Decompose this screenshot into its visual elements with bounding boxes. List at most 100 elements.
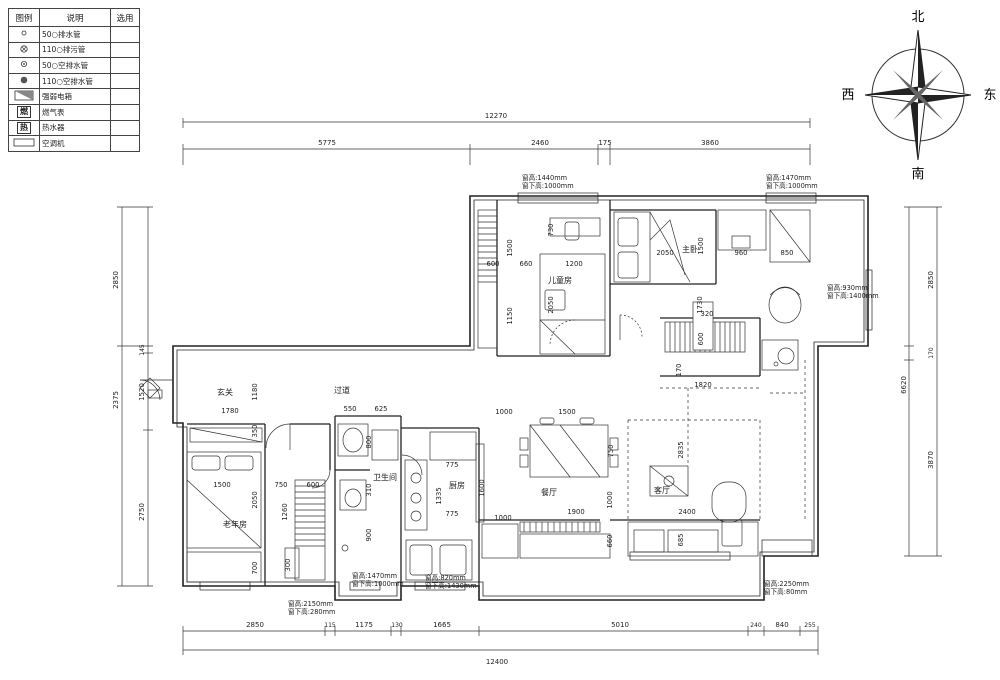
inner-dim: 2050 — [656, 249, 673, 257]
inner-dim: 2050 — [547, 296, 555, 313]
note: 窗高:1470mm — [352, 571, 397, 580]
note: 窗下高:1000mm — [522, 181, 574, 190]
compass-icon: 北 南 西 东 — [841, 10, 996, 182]
room-kitchen: 厨房 — [449, 480, 465, 490]
old-room-furniture — [186, 451, 326, 583]
room-old: 老年房 — [223, 519, 247, 529]
legend-row: 110○排污管 — [8, 41, 140, 59]
legend-header-symbol: 图例 — [8, 8, 40, 27]
inner-dim: 1500 — [506, 239, 514, 256]
child-room-furniture — [477, 209, 606, 355]
legend-row: 强弱电箱 — [8, 88, 140, 105]
inner-dim: 850 — [781, 249, 794, 257]
inner-dim: 730 — [547, 224, 555, 237]
entrance-furniture — [139, 377, 263, 443]
legend-row: 110○空排水管 — [8, 72, 140, 90]
dim-bottom-segment: 240 — [750, 622, 762, 629]
note: 窗高:2250mm — [764, 579, 809, 588]
note: 窗下高:1000mm — [766, 181, 818, 190]
inner-dim: 960 — [735, 249, 748, 257]
inner-dim: 350 — [251, 425, 259, 438]
dim-right: 170 — [928, 347, 935, 359]
dim-bottom-segment: 2850 — [246, 621, 264, 629]
inner-dim: 1335 — [435, 487, 443, 504]
inner-dim: 660 — [520, 260, 533, 268]
master-bedroom-furniture — [613, 209, 811, 324]
dim-top-segment: 2460 — [531, 139, 549, 147]
dim-bottom-segment: 840 — [775, 621, 788, 629]
inner-dim: 1780 — [221, 407, 238, 415]
legend-row: 空调机 — [8, 135, 140, 152]
dim-top-segment: 5775 — [318, 139, 336, 147]
inner-dim: 775 — [446, 510, 459, 518]
dim-bottom-segment: 255 — [804, 622, 816, 629]
inner-dim: 320 — [701, 310, 714, 318]
inner-dim: 1260 — [281, 503, 289, 520]
dim-top-segment: 3860 — [701, 139, 719, 147]
legend-row: 50○空排水管 — [8, 57, 140, 74]
dimension-labels: 12270 5775 2460 175 3860 2850 115 1175 1… — [112, 112, 935, 666]
note: 窗高:1440mm — [522, 173, 567, 182]
legend-label: 空调机 — [39, 135, 111, 152]
living-furniture — [627, 387, 761, 557]
dim-left: 2850 — [112, 271, 120, 289]
room-labels: 儿童房 主卧 玄关 过道 卫生间 厨房 餐厅 客厅 老年房 — [217, 244, 698, 529]
dim-bottom-segment: 115 — [324, 622, 336, 629]
kitchen-fixtures — [404, 431, 485, 581]
master-bath-fixtures — [664, 301, 799, 371]
inner-dim: 685 — [677, 534, 685, 547]
dim-left: 2750 — [138, 503, 146, 521]
dim-top-segment: 175 — [598, 139, 611, 147]
note: 窗高:1470mm — [766, 173, 811, 182]
room-child: 儿童房 — [548, 275, 572, 285]
inner-dim: 1500 — [697, 237, 705, 254]
legend-table: 图例 说明 选用 50○排水管 110○排污管 50○空排水管 110○空排水管… — [8, 8, 140, 152]
legend-header-selected: 选用 — [110, 8, 140, 27]
inner-dim: 1600 — [478, 479, 486, 496]
inner-dim: 1730 — [696, 296, 704, 313]
room-living: 客厅 — [654, 485, 670, 495]
inner-dim: 1900 — [567, 508, 584, 516]
room-bathroom: 卫生间 — [373, 472, 397, 482]
compass-north-label: 北 — [911, 10, 924, 25]
inner-dim: 700 — [251, 562, 259, 575]
dim-right: 2850 — [927, 271, 935, 289]
inner-dim: 600 — [697, 333, 705, 346]
compass-south-label: 南 — [911, 166, 924, 182]
inner-dim: 1150 — [506, 307, 514, 324]
room-master: 主卧 — [682, 244, 698, 254]
inner-dim: 1200 — [565, 260, 582, 268]
note: 窗下高:1000mm — [352, 579, 404, 588]
dim-bottom-segment: 1665 — [433, 621, 451, 629]
exterior-walls — [172, 195, 869, 601]
inner-dim: 2400 — [678, 508, 695, 516]
inner-dim: 750 — [607, 445, 615, 458]
dim-left: 145 — [139, 344, 146, 356]
legend-header-row: 图例 说明 选用 — [8, 8, 140, 27]
inner-dim: 750 — [275, 481, 288, 489]
bathroom-fixtures — [337, 423, 399, 552]
legend-row: 热 热水器 — [8, 119, 140, 137]
inner-dim: 550 — [344, 405, 357, 413]
room-dining: 餐厅 — [541, 488, 557, 497]
inner-dim: 660 — [606, 535, 614, 548]
legend-header-description: 说明 — [39, 8, 111, 27]
note: 窗高:820mm — [425, 573, 466, 582]
dimension-lines — [117, 118, 942, 655]
note: 窗下高:1430mm — [425, 581, 477, 590]
dim-bottom-segment: 1175 — [355, 621, 373, 629]
note: 窗高:930mm — [827, 283, 868, 292]
dining-furniture — [481, 417, 619, 559]
inner-dimensions: 1500 660 1200 730 600 1150 2050 2050 150… — [213, 224, 793, 575]
inner-dim: 1180 — [251, 383, 259, 400]
dim-top-total: 12270 — [485, 112, 507, 120]
inner-dim: 1500 — [558, 408, 575, 416]
note: 窗下高:1400mm — [827, 291, 879, 300]
inner-dim: 2050 — [251, 491, 259, 508]
compass-west-label: 西 — [841, 88, 854, 103]
compass-east-label: 东 — [983, 88, 996, 103]
inner-dim: 625 — [375, 405, 388, 413]
dim-bottom-segment: 130 — [391, 622, 403, 629]
dim-right: 6620 — [900, 376, 908, 394]
